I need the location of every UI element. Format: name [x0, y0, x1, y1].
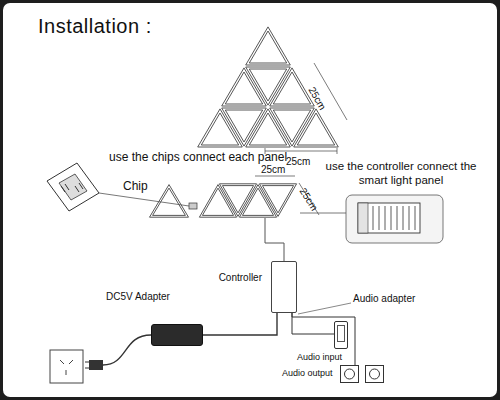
light-panel	[270, 108, 315, 146]
panel-inner	[222, 186, 253, 213]
diagram-title: Installation :	[38, 14, 152, 38]
light-panel	[246, 67, 291, 105]
plug-pin	[85, 361, 89, 362]
power-adapter: DC5V Adapter	[151, 324, 203, 346]
plug	[89, 360, 103, 370]
speaker-cone	[345, 369, 355, 379]
dimension-tick	[337, 148, 338, 154]
panel-inner	[225, 110, 262, 142]
part-name: Audio adapter	[353, 293, 415, 305]
note: use the controller connect the smart lig…	[321, 160, 481, 188]
dimension-line	[255, 176, 295, 177]
chip-callout	[47, 163, 189, 211]
cable	[203, 313, 277, 335]
connector-rib	[415, 206, 416, 230]
part-name: Chip	[123, 179, 148, 193]
connector-rib	[409, 206, 410, 230]
speaker-cone	[370, 369, 380, 379]
panel-inner	[262, 186, 293, 213]
connector-rib	[403, 206, 404, 230]
panel-inner	[249, 31, 286, 63]
node-label: Audio input	[297, 352, 342, 362]
chip	[189, 203, 197, 209]
wall-outlet	[50, 350, 83, 383]
node-label: DC5V Adapter	[106, 291, 170, 303]
panel-cable	[265, 218, 284, 261]
connector-rib	[379, 206, 380, 230]
panel-pyramid	[198, 27, 339, 147]
panel-inner	[225, 72, 262, 104]
phone-screen	[337, 325, 345, 342]
dimension: 25cm	[286, 156, 310, 168]
speaker-pair	[340, 365, 385, 383]
connector-callout	[300, 195, 443, 243]
light-panel	[259, 184, 296, 217]
dimension: 25cm	[261, 164, 285, 176]
leader-line	[298, 303, 351, 314]
illustration	[3, 3, 497, 397]
connector-rib	[373, 206, 374, 230]
plug-pin	[85, 367, 89, 368]
panel-inner	[297, 113, 334, 145]
connector-layer	[3, 3, 497, 397]
power-cable	[103, 335, 151, 365]
controller-box: Controller	[271, 261, 297, 313]
connector-rib	[391, 206, 392, 230]
panel-inner	[273, 110, 310, 142]
phone: Audio input	[334, 321, 348, 349]
panel-inner	[242, 188, 273, 215]
speakers: Audio output	[340, 365, 385, 383]
light-panel	[222, 108, 267, 146]
node-label: Audio output	[282, 368, 333, 378]
panel-inner	[201, 113, 238, 145]
panel-inner	[273, 72, 310, 104]
connector-rib	[397, 206, 398, 230]
panel-row	[150, 184, 297, 217]
light-panel	[246, 27, 291, 65]
page-ground: Installation :25cm25cmuse the chips conn…	[3, 3, 497, 397]
connector-rib	[385, 206, 386, 230]
cable	[292, 313, 334, 334]
dimension: 25cm	[297, 186, 320, 213]
panel-inner	[249, 69, 286, 101]
speaker	[366, 366, 384, 383]
node-label: Controller	[219, 272, 262, 284]
panel-inner	[249, 113, 286, 145]
speaker	[341, 366, 359, 383]
cable	[292, 313, 355, 365]
note: use the chips connect each panel	[109, 150, 287, 164]
panel-inner	[202, 188, 233, 215]
